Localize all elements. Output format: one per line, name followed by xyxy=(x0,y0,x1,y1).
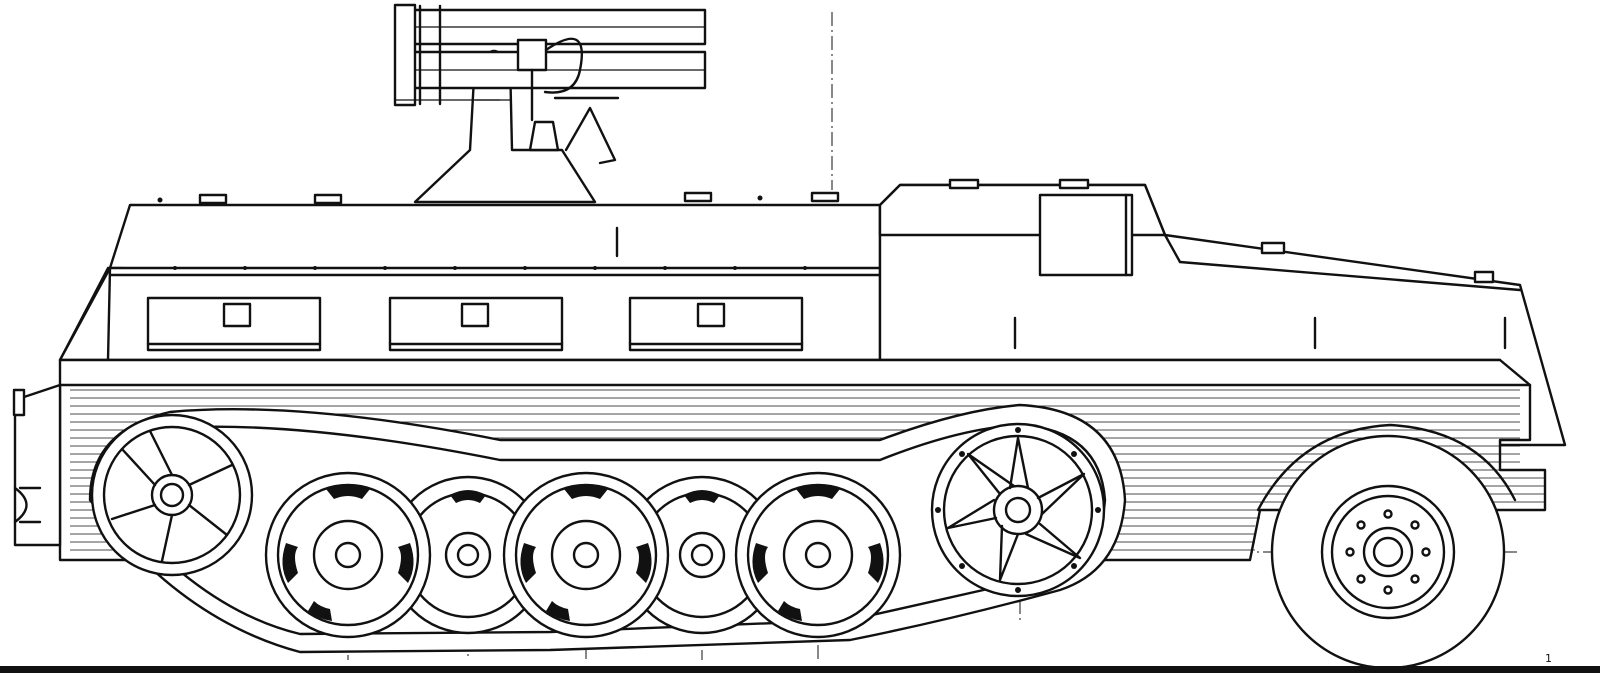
front-fender xyxy=(1256,423,1517,512)
corner-mark: 1 xyxy=(1545,652,1552,665)
rear-compartment xyxy=(58,191,882,362)
rocket-launcher xyxy=(393,3,707,204)
front-wheel xyxy=(1270,434,1506,670)
road-wheels-rear-row xyxy=(388,475,782,635)
ground-line xyxy=(0,666,1600,673)
drive-sprocket xyxy=(930,422,1106,598)
road-wheels-front-row xyxy=(264,471,902,639)
idler-wheel xyxy=(90,413,254,577)
cab-and-hood xyxy=(878,178,1567,447)
